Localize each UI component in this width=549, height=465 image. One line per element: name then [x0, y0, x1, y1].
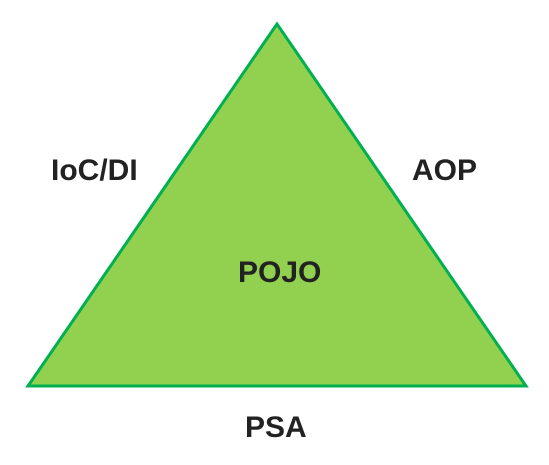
center-label: POJO: [238, 256, 322, 289]
right-side-label: AOP: [412, 154, 478, 187]
left-side-label: IoC/DI: [51, 154, 138, 187]
bottom-side-label: PSA: [245, 411, 307, 444]
triangle-shape: [25, 21, 529, 388]
